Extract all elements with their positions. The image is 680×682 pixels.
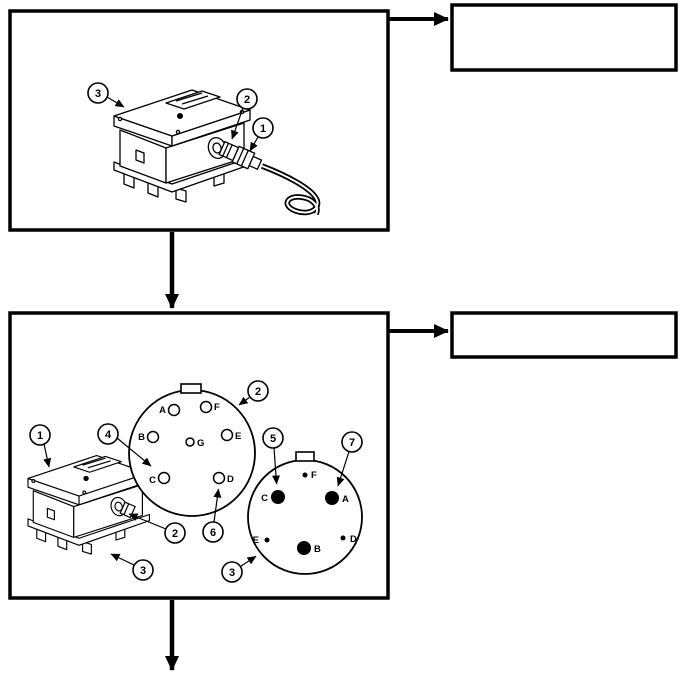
callout-balloon — [29, 424, 51, 446]
connector-face-b: F C A E B D — [247, 451, 363, 575]
leader-line — [106, 96, 125, 108]
pin-b — [297, 541, 311, 555]
callout-balloon — [221, 561, 243, 583]
leader-line — [249, 136, 259, 152]
cable-highlight — [261, 165, 319, 215]
callout-1-cable-plug: 1 — [252, 117, 274, 139]
socket-g — [185, 437, 195, 447]
pin-label-f: F — [311, 470, 317, 481]
pin-f — [302, 472, 308, 478]
callout-number: 3 — [229, 567, 235, 579]
pin-label-d: D — [227, 474, 234, 485]
leader-line — [231, 107, 244, 140]
callout-number: 6 — [210, 527, 216, 539]
callout-balloon — [262, 427, 284, 449]
socket-c — [157, 471, 171, 485]
leader-line — [43, 443, 52, 468]
callout-balloon — [132, 559, 154, 581]
pin-label-a: A — [159, 405, 166, 416]
callout-4-socket-c: 4 — [97, 423, 119, 445]
pin-a — [325, 491, 339, 505]
callout-number: 3 — [140, 565, 146, 577]
mated-connector-pair — [218, 140, 263, 171]
leader-line — [128, 513, 167, 530]
leader-line — [110, 553, 135, 566]
pin-label-b: B — [138, 432, 145, 443]
callout-balloon — [164, 522, 186, 544]
callout-2-connector-plug: 2 — [236, 88, 258, 110]
callout-balloon — [247, 380, 269, 402]
key-tab — [295, 451, 315, 462]
leader-lines-panel-2 — [43, 396, 350, 568]
pin-label-f: F — [214, 402, 220, 413]
callout-number: 4 — [105, 429, 112, 441]
callout-number: 5 — [270, 433, 276, 445]
pin-e — [264, 537, 270, 543]
callout-6-socket-d: 6 — [202, 521, 224, 543]
callout-5-pin-c: 5 — [262, 427, 284, 449]
socket-b — [146, 430, 160, 444]
backshell — [248, 155, 263, 171]
callout-balloon — [202, 521, 224, 543]
callout-balloon — [97, 423, 119, 445]
pin-label-g: G — [197, 438, 204, 449]
callout-number: 7 — [349, 437, 355, 449]
pin-label-b: B — [314, 544, 321, 555]
cable-assembly — [218, 140, 321, 216]
pin-label-e: E — [253, 535, 259, 546]
leader-line — [240, 555, 257, 568]
pin-label-a: A — [342, 494, 349, 505]
leader-line — [271, 447, 280, 485]
callout-balloon — [236, 88, 258, 110]
callout-3-box-mount: 3 — [132, 559, 154, 581]
socket-e — [220, 428, 234, 442]
knurl-line — [236, 148, 245, 165]
pin-label-e: E — [235, 431, 241, 442]
side-box-2 — [450, 311, 678, 359]
socket-d — [212, 471, 226, 485]
knurl-line — [240, 150, 249, 167]
panel-2: A F B G E C D F C A E B — [8, 311, 390, 600]
callout-7-pin-a: 7 — [341, 431, 363, 453]
panel-1: 3 2 1 — [8, 9, 390, 232]
callout-number: 3 — [95, 88, 101, 100]
callout-2-box-receptacle: 2 — [164, 522, 186, 544]
callout-balloon — [252, 117, 274, 139]
callout-3-cover: 3 — [87, 82, 109, 104]
callout-balloon — [341, 431, 363, 453]
callout-number: 1 — [260, 123, 266, 135]
leader-line — [336, 451, 350, 487]
leader-line — [116, 437, 152, 467]
pin-label-d: D — [350, 534, 357, 545]
knurl-line — [225, 144, 233, 158]
knurl-line — [222, 142, 230, 157]
pin-label-c: C — [149, 475, 156, 486]
side-box-1 — [450, 3, 678, 72]
leader-lines-panel-1 — [106, 96, 259, 152]
key-tab — [180, 383, 202, 394]
pin-d — [340, 535, 346, 541]
callout-number: 2 — [255, 386, 261, 398]
connector-face-a: A F B G E C D — [128, 383, 256, 517]
pin-label-c: C — [261, 493, 268, 504]
socket-a — [167, 403, 181, 417]
leader-line — [238, 396, 251, 406]
leader-line — [213, 488, 222, 523]
pin-c — [271, 490, 285, 504]
callout-balloon — [87, 82, 109, 104]
flow-arrows — [165, 12, 449, 671]
callout-number: 2 — [172, 528, 178, 540]
callout-1-junction-box: 1 — [29, 424, 51, 446]
socket-f — [199, 400, 213, 414]
callout-number: 1 — [37, 430, 43, 442]
callout-number: 2 — [244, 94, 250, 106]
connector-a-outline — [128, 389, 256, 517]
callout-3-plug-face: 3 — [221, 561, 243, 583]
callout-2-receptacle-face: 2 — [247, 380, 269, 402]
knurl-line — [123, 503, 130, 515]
